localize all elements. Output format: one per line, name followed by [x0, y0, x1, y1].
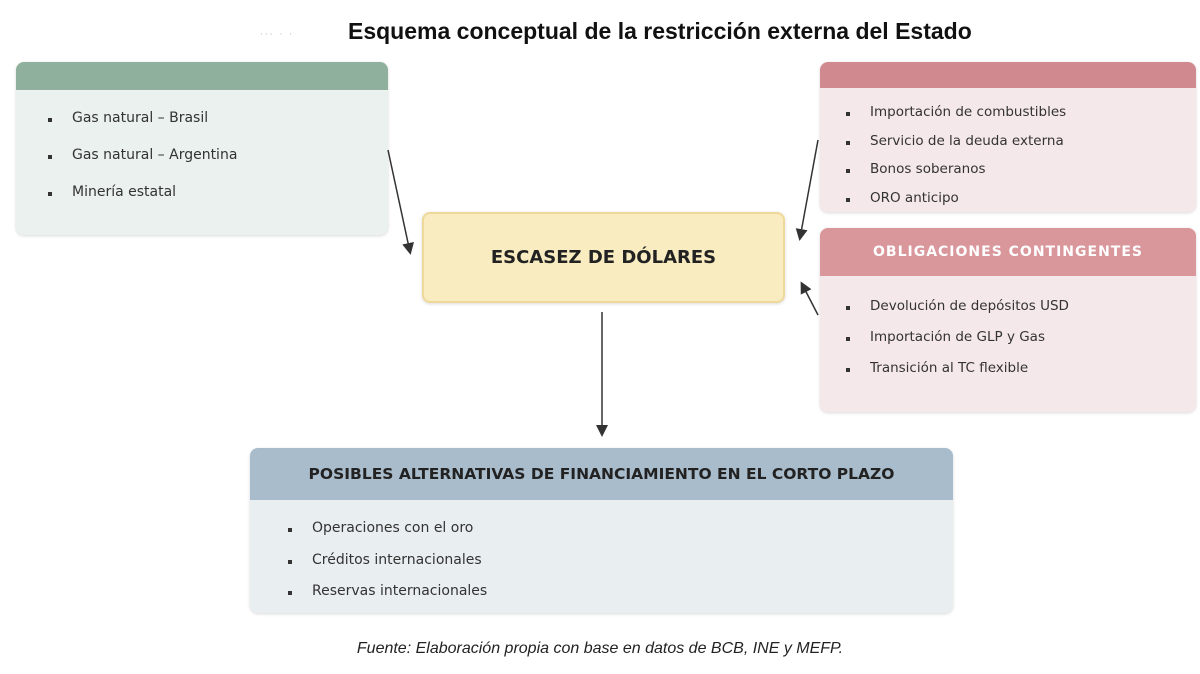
list-item: Minería estatal	[16, 184, 388, 221]
contingent-obligations-box: OBLIGACIONES CONTINGENTES Devolución de …	[820, 228, 1196, 412]
income-sources-box: Gas natural – Brasil Gas natural – Argen…	[16, 62, 388, 235]
box-header: OBLIGACIONES CONTINGENTES	[820, 228, 1196, 276]
list-item: Gas natural – Brasil	[16, 110, 388, 147]
source-note: Fuente: Elaboración propia con base en d…	[356, 640, 844, 657]
list-item: ORO anticipo	[820, 190, 1196, 213]
box-header: POSIBLES ALTERNATIVAS DE FINANCIAMIENTO …	[250, 448, 953, 500]
obligations-box: Importación de combustibles Servicio de …	[820, 62, 1196, 212]
list-item: Reservas internacionales	[250, 583, 953, 613]
dollar-shortage-node: ESCASEZ DE DÓLARES	[422, 212, 785, 303]
list-item: Importación de GLP y Gas	[820, 329, 1196, 360]
arrow-obligations-to-center	[795, 139, 819, 241]
list-item: Bonos soberanos	[820, 161, 1196, 190]
list-item: Devolución de depósitos USD	[820, 298, 1196, 329]
arrow-left-to-center	[387, 149, 414, 255]
list-item: Importación de combustibles	[820, 104, 1196, 133]
faint-marks: ··· · ·	[260, 30, 295, 40]
list-item: Operaciones con el oro	[250, 520, 953, 552]
list-item: Créditos internacionales	[250, 552, 953, 584]
box-header	[16, 62, 388, 90]
list-item: Servicio de la deuda externa	[820, 133, 1196, 162]
list-item: Gas natural – Argentina	[16, 147, 388, 184]
financing-alternatives-box: POSIBLES ALTERNATIVAS DE FINANCIAMIENTO …	[250, 448, 953, 613]
box-header	[820, 62, 1196, 88]
list-item: Transición al TC flexible	[820, 360, 1196, 391]
figure-title: Esquema conceptual de la restricción ext…	[348, 18, 972, 44]
arrow-contingent-to-center	[800, 281, 819, 316]
